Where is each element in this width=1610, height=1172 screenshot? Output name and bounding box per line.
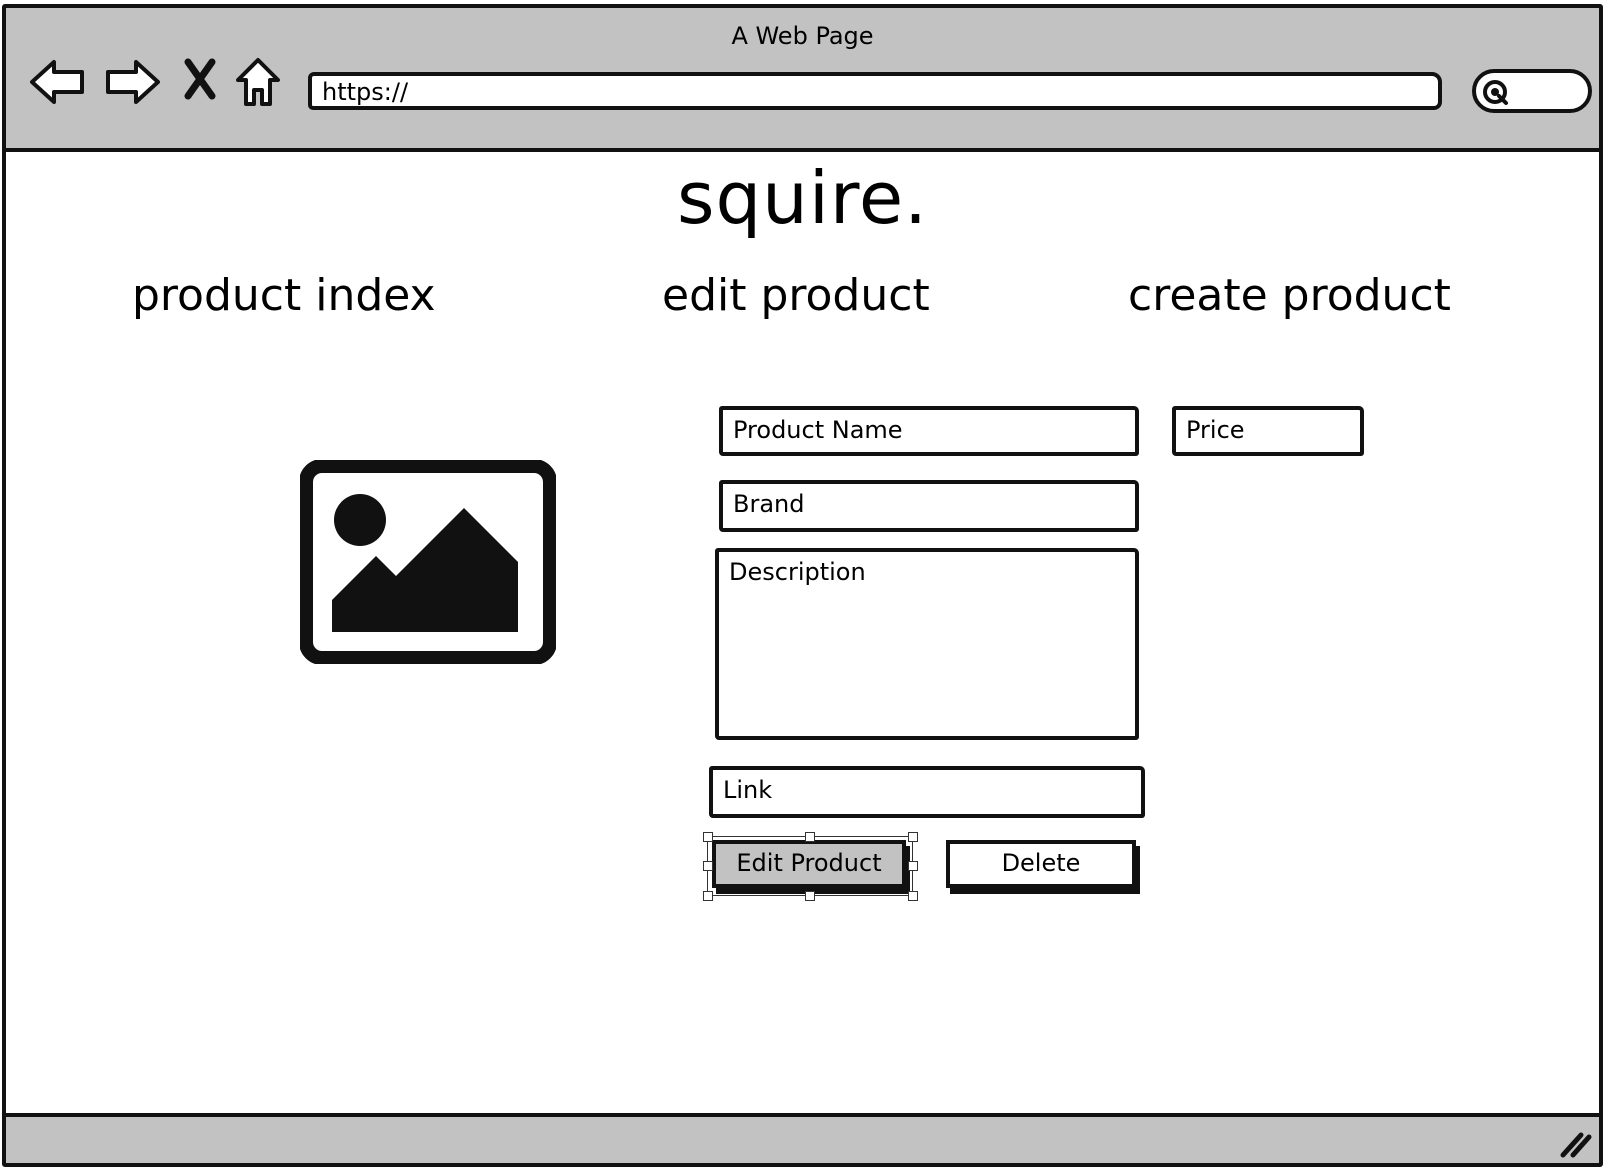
selection-handle xyxy=(805,832,815,842)
selection-outline xyxy=(707,836,913,896)
url-bar[interactable]: https:// xyxy=(308,72,1442,110)
selection-handle xyxy=(908,891,918,901)
nav-edit-product[interactable]: edit product xyxy=(662,270,930,321)
browser-titlebar: A Web Page https:// xyxy=(6,8,1599,152)
status-bar xyxy=(6,1113,1599,1163)
selection-handle xyxy=(703,832,713,842)
selection-handle xyxy=(703,861,713,871)
forward-arrow-icon[interactable] xyxy=(102,56,162,108)
nav-product-index[interactable]: product index xyxy=(132,270,436,321)
description-field[interactable]: Description xyxy=(715,548,1139,740)
selection-handle xyxy=(805,891,815,901)
browser-window: A Web Page https:// squire. product inde… xyxy=(2,4,1603,1167)
back-arrow-icon[interactable] xyxy=(28,56,88,108)
selection-handle xyxy=(703,891,713,901)
window-title: A Web Page xyxy=(731,22,874,50)
search-box[interactable] xyxy=(1472,69,1592,113)
close-icon[interactable] xyxy=(182,58,218,100)
site-logo: squire. xyxy=(676,156,929,240)
selection-handle xyxy=(908,832,918,842)
home-icon[interactable] xyxy=(234,56,282,108)
delete-button[interactable]: Delete xyxy=(946,840,1136,888)
brand-field[interactable]: Brand xyxy=(719,480,1139,532)
product-name-field[interactable]: Product Name xyxy=(719,406,1139,456)
search-icon xyxy=(1483,80,1508,105)
selection-handle xyxy=(908,861,918,871)
resize-grip-icon[interactable] xyxy=(1559,1129,1593,1159)
nav-create-product[interactable]: create product xyxy=(1128,270,1451,321)
image-placeholder-icon xyxy=(300,460,556,664)
edit-product-button[interactable]: Edit Product xyxy=(712,840,906,888)
link-field[interactable]: Link xyxy=(709,766,1145,818)
price-field[interactable]: Price xyxy=(1172,406,1364,456)
